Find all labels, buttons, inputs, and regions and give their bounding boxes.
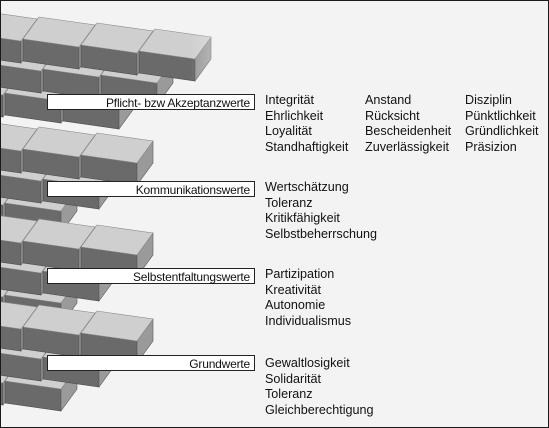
text-panel-background <box>259 1 548 427</box>
value-item: Kreativität <box>265 282 321 297</box>
block-top-face <box>22 218 96 250</box>
value-item: Präsizion <box>465 139 517 154</box>
value-item: Loyalität <box>265 124 312 138</box>
value-item: Ehrlichkeit <box>265 108 324 123</box>
group-label: Pflicht- bzw Akzeptanzwerte <box>47 94 255 110</box>
value-item: Gewaltlosigkeit <box>265 356 350 370</box>
value-item: Pünktlichkeit <box>465 108 536 123</box>
value-item: Zuverlässigkeit <box>365 139 449 154</box>
block-top-face <box>1 123 38 152</box>
value-item: Autonomie <box>265 298 326 312</box>
value-item: Bescheidenheit <box>365 124 452 138</box>
value-item: Individualismus <box>265 313 352 328</box>
block-top-face <box>1 215 38 244</box>
group-label: Selbstentfaltungswerte <box>47 268 255 284</box>
value-item: Toleranz <box>265 195 313 210</box>
block-top-face <box>80 310 154 342</box>
value-item: Solidarität <box>265 371 322 386</box>
block-top-face <box>1 13 38 42</box>
block-top-face <box>22 304 96 336</box>
value-item: Gleichberechtigung <box>265 402 374 417</box>
block-top-face <box>80 132 154 164</box>
value-item: Anstand <box>365 93 412 107</box>
value-item: Rücksicht <box>365 108 420 123</box>
group-label: Kommunikationswerte <box>47 181 255 197</box>
block-top-face <box>80 224 154 256</box>
group-label: Grundwerte <box>47 355 255 371</box>
block-top-face <box>22 16 96 48</box>
value-item: Integrität <box>265 93 315 107</box>
value-item: Selbstbeherrschung <box>265 226 378 241</box>
value-item: Kritikfähigkeit <box>265 211 340 225</box>
value-item: Gründlichkeit <box>465 124 539 138</box>
value-item: Partizipation <box>265 267 335 281</box>
block-top-face <box>22 126 96 158</box>
value-item: Standhaftigkeit <box>265 139 349 154</box>
value-item: Toleranz <box>265 387 313 401</box>
block-top-face <box>80 22 154 54</box>
value-item: Wertschätzung <box>265 180 349 194</box>
block-top-face <box>1 301 38 330</box>
value-item: Disziplin <box>465 93 512 107</box>
